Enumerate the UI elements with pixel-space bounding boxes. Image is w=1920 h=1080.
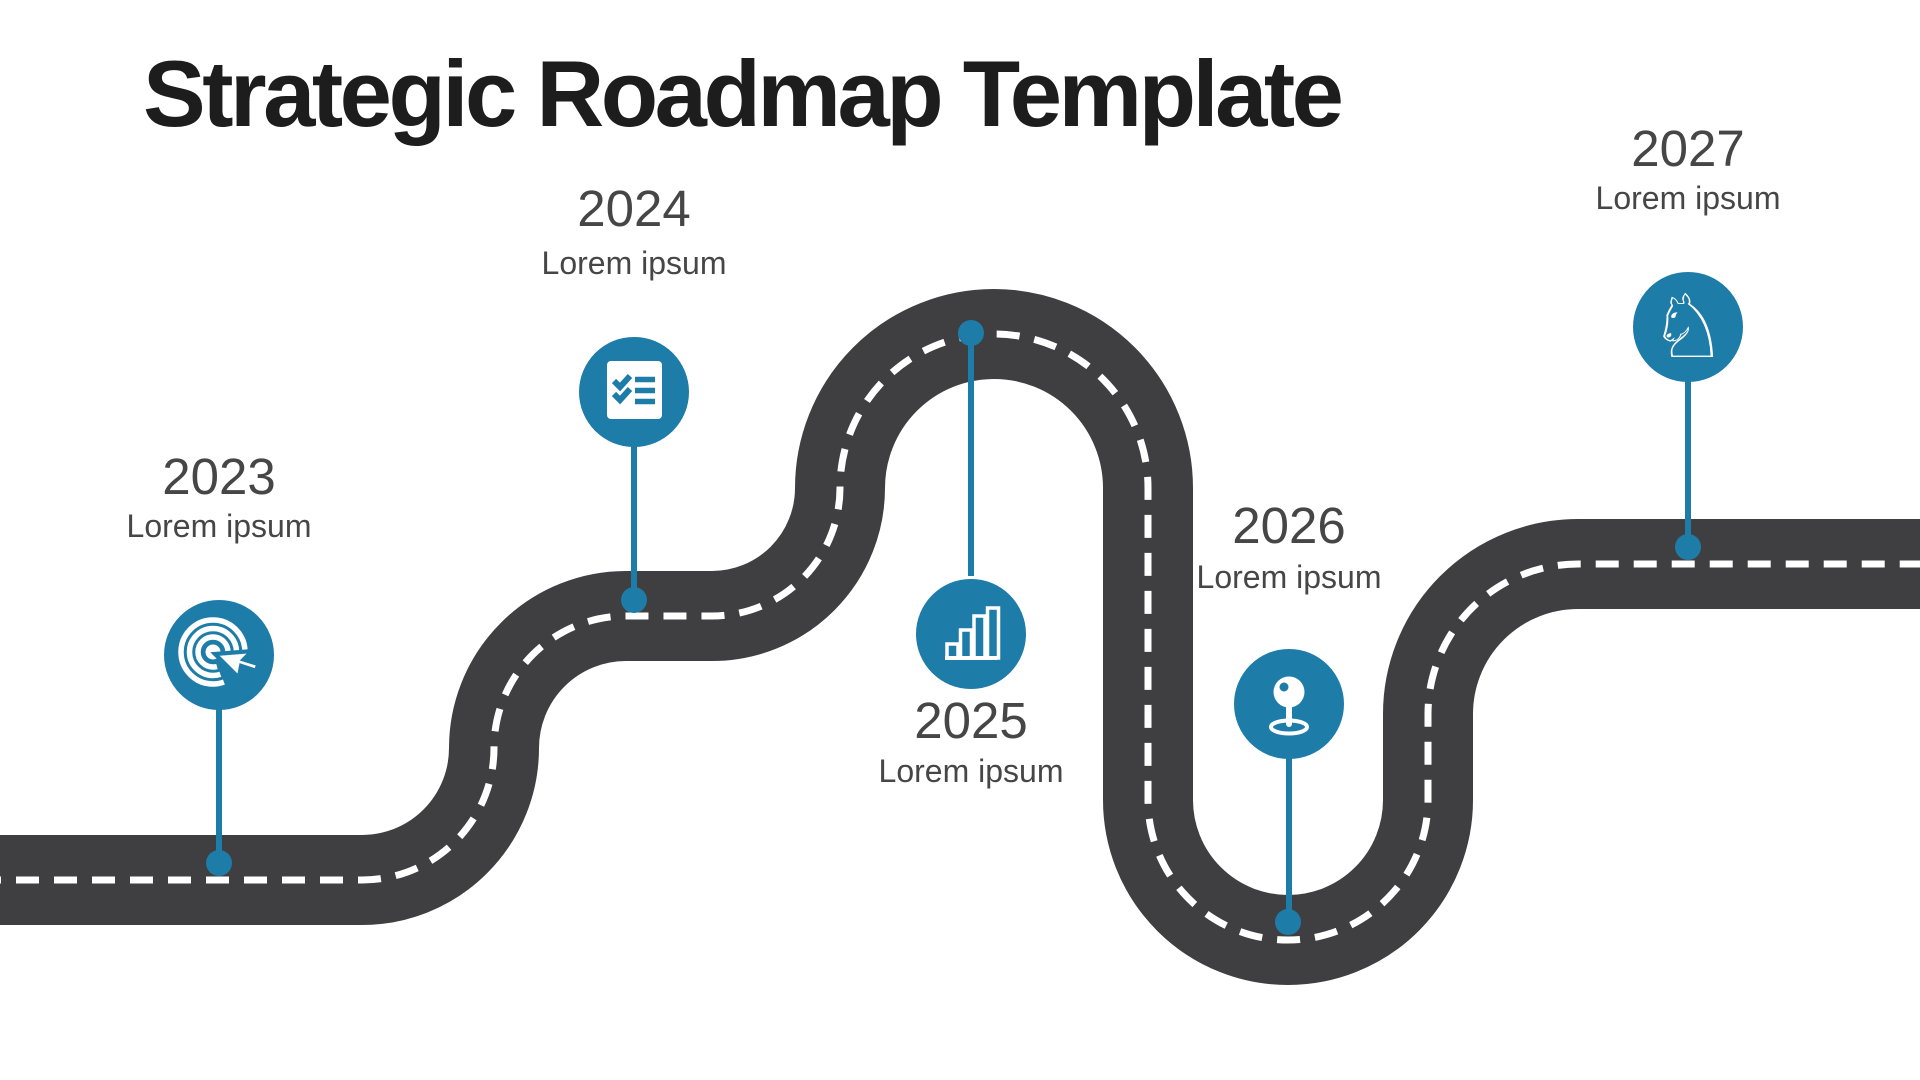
bar-chart-icon [916, 579, 1026, 689]
connector-line [631, 444, 637, 592]
milestone-label: Lorem ipsum [878, 753, 1064, 789]
milestone-label: Lorem ipsum [1595, 180, 1781, 216]
connector-line [216, 700, 222, 852]
chess-knight-icon: ♘ [1633, 272, 1743, 382]
road-marker-dot [621, 587, 647, 613]
milestone-year: 2027 [1631, 120, 1745, 177]
click-target-icon [164, 600, 274, 710]
road-centerline [0, 330, 1920, 944]
connector-line [1685, 379, 1691, 539]
milestone-year: 2024 [577, 180, 691, 237]
knight-glyph: ♘ [1649, 275, 1728, 378]
milestone-year: 2026 [1232, 497, 1346, 554]
milestone-label: Lorem ipsum [1196, 559, 1382, 595]
connector-line [1286, 756, 1292, 914]
road-marker-dot [206, 850, 232, 876]
milestone-year: 2025 [914, 692, 1028, 749]
milestone-label: Lorem ipsum [541, 245, 727, 281]
milestone-label: Lorem ipsum [126, 508, 312, 544]
road-marker-dot [958, 320, 984, 346]
page-title: Strategic Roadmap Template [143, 41, 1344, 146]
road-marker-dot [1275, 909, 1301, 935]
road-marker-dot [1675, 534, 1701, 560]
connector-line [968, 342, 974, 576]
map-pin-icon [1234, 649, 1344, 759]
milestone-year: 2023 [162, 448, 276, 505]
checklist-icon [579, 337, 689, 447]
